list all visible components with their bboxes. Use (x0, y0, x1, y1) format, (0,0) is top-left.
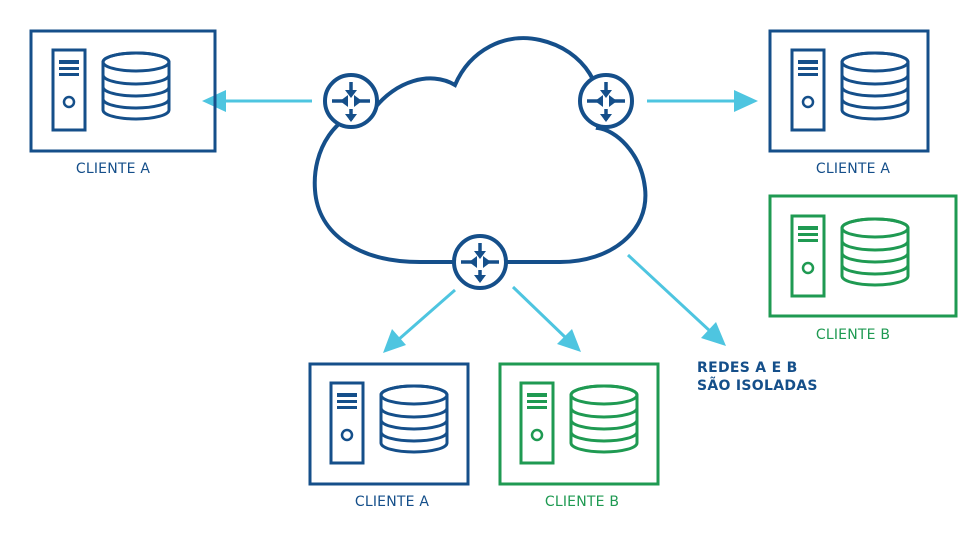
client-box-right-middle (768, 194, 958, 318)
server-icon (51, 48, 171, 132)
cloud-icon (312, 36, 648, 264)
server-icon (329, 381, 449, 465)
connection-arrows (202, 90, 758, 353)
client-box-top-left (29, 29, 217, 153)
client-box-top-right (768, 29, 930, 153)
isolation-note: REDES A E B SÃO ISOLADAS (697, 359, 818, 395)
client-label-top-right: CLIENTE A (815, 161, 891, 177)
isolation-note-line-1: REDES A E B (697, 360, 798, 376)
isolation-note-line-2: SÃO ISOLADAS (697, 378, 818, 394)
router-icon (323, 73, 379, 129)
client-label-top-left: CLIENTE A (75, 161, 151, 177)
client-label-bottom-left: CLIENTE A (354, 494, 430, 510)
client-box-bottom-left (308, 362, 470, 486)
client-label-right-middle: CLIENTE B (815, 327, 891, 343)
client-label-bottom-middle: CLIENTE B (544, 494, 620, 510)
client-box-bottom-middle (498, 362, 660, 486)
router-icon (578, 73, 634, 129)
server-icon (790, 48, 910, 132)
server-icon (790, 214, 910, 298)
router-icon (452, 234, 508, 290)
server-icon (519, 381, 639, 465)
